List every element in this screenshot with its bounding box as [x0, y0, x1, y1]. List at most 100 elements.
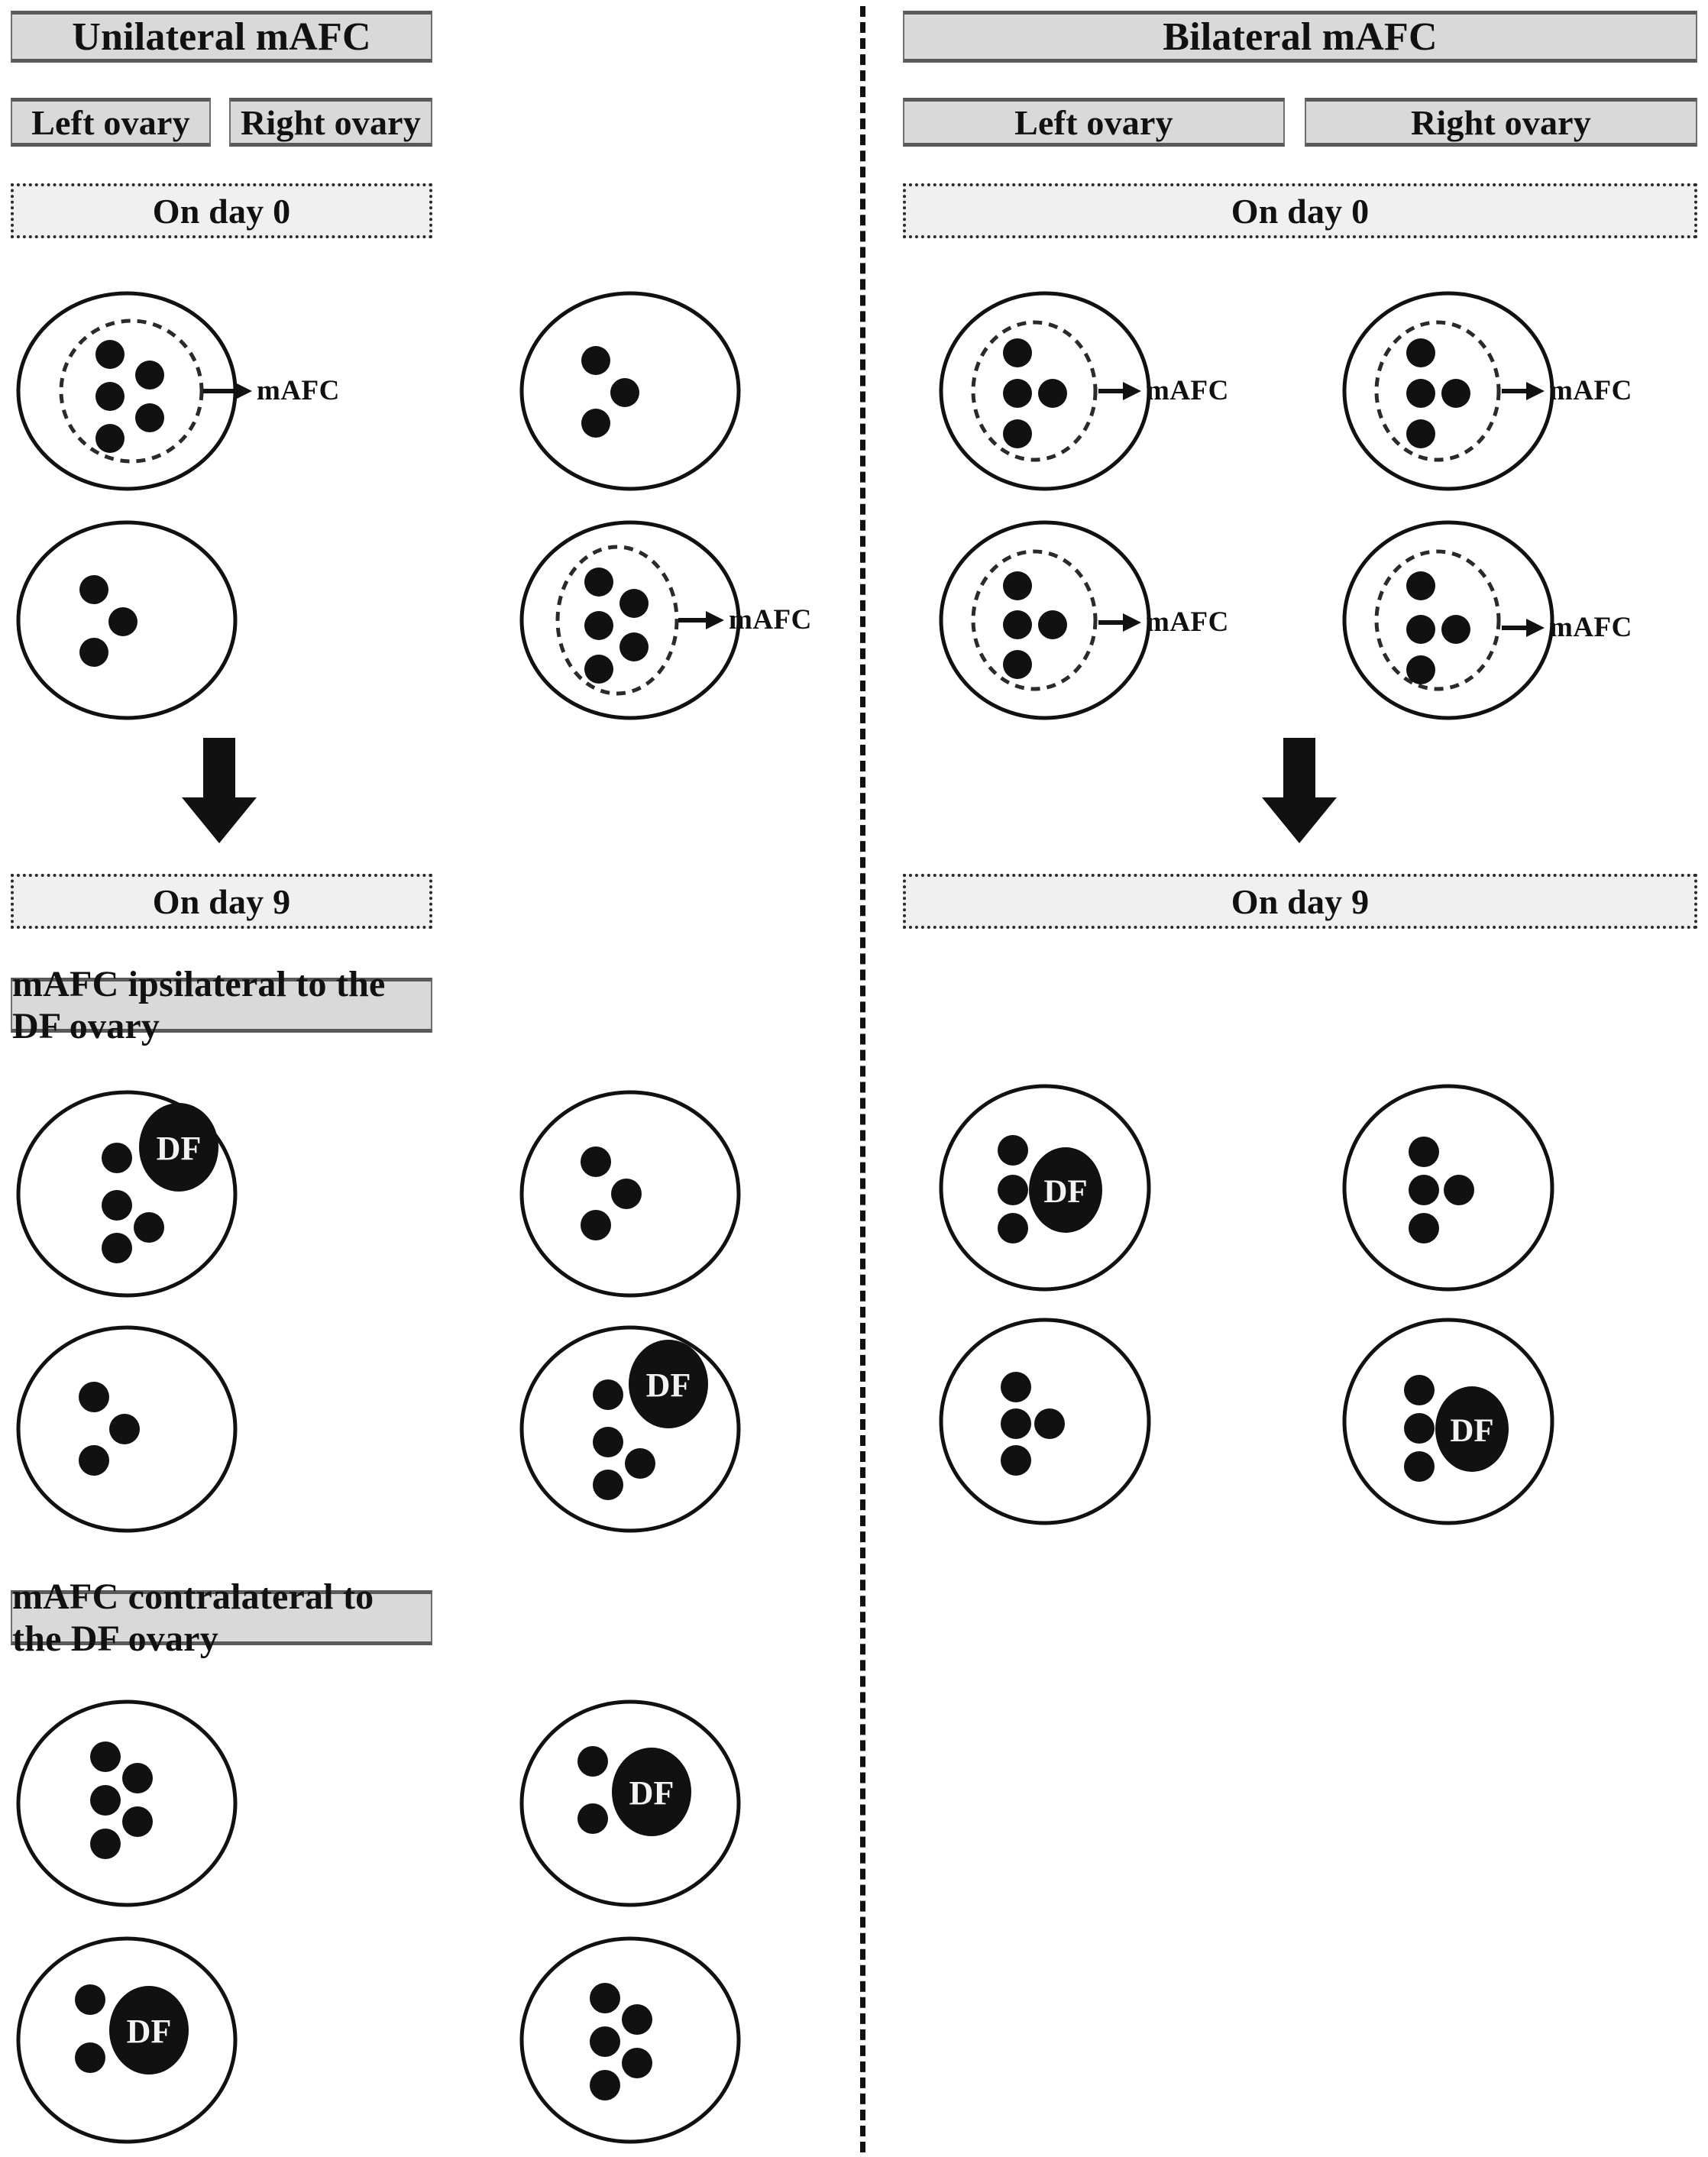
column-header-right-ovary-bilateral-label: Right ovary	[1410, 102, 1592, 142]
follicle-dot	[122, 1763, 153, 1793]
ovary-shape	[939, 1318, 1151, 1525]
follicle-dot	[1406, 615, 1435, 644]
follicle-dot	[134, 1212, 164, 1243]
follicle-dot	[102, 1190, 132, 1221]
follicle-dot	[135, 361, 164, 390]
follicle-dot	[581, 346, 610, 375]
ovary-bilateral-day0-r2-left: mAFC	[907, 513, 1305, 731]
column-header-left-ovary-bilateral-label: Left ovary	[1014, 102, 1173, 142]
follicle-dot	[95, 382, 125, 411]
follicle-dot	[1003, 338, 1032, 367]
mafc-arrow-head	[1123, 613, 1141, 632]
follicle-dot	[1444, 1175, 1474, 1205]
panel-title-unilateral-label: Unilateral mAFC	[72, 15, 371, 59]
follicle-dot	[1001, 1408, 1031, 1439]
day0-banner-unilateral: On day 0	[11, 183, 432, 238]
follicle-dot	[619, 589, 649, 618]
mafc-arrow-head	[706, 611, 724, 629]
df-label: DF	[157, 1130, 202, 1167]
follicle-dot	[1409, 1175, 1439, 1205]
ovary-shape	[16, 1699, 238, 1907]
ovary-bilateral-day9-r1-right	[1311, 1077, 1708, 1302]
dominant-follicle	[1029, 1147, 1102, 1233]
day0-banner-unilateral-label: On day 0	[152, 191, 291, 231]
follicle-dot	[593, 1427, 623, 1457]
column-header-right-ovary-unilateral-label: Right ovary	[240, 102, 422, 142]
follicle-dot	[998, 1135, 1028, 1166]
follicle-dot	[1404, 1413, 1435, 1444]
df-label: DF	[629, 1774, 674, 1812]
mafc-label: mAFC	[257, 375, 340, 406]
day0-banner-bilateral-label: On day 0	[1231, 191, 1370, 231]
ovary-ipsilateral-r2-left	[14, 1318, 411, 1544]
dominant-follicle	[629, 1340, 708, 1428]
follicle-dot	[1441, 379, 1470, 408]
ovary-shape	[1342, 1084, 1554, 1292]
follicle-dot	[102, 1233, 132, 1263]
down-arrow-bilateral	[1257, 738, 1341, 849]
mafc-label: mAFC	[1146, 375, 1229, 406]
follicle-dot	[1409, 1137, 1439, 1167]
follicle-dot	[590, 1983, 620, 2013]
day9-banner-bilateral-label: On day 9	[1231, 881, 1370, 921]
ovary-unilateral-day0-r1-left: mAFC	[14, 284, 411, 502]
follicle-dot	[90, 1741, 121, 1772]
day9-banner-bilateral: On day 9	[903, 874, 1697, 929]
ovary-ipsilateral-r1-right	[443, 1083, 840, 1308]
ovary-shape: DF	[16, 1090, 238, 1298]
column-header-left-ovary-unilateral-label: Left ovary	[31, 102, 190, 142]
follicle-dot	[79, 638, 108, 667]
mafc-dashed-outline	[555, 545, 679, 696]
mafc-dashed-outline	[971, 320, 1098, 462]
ovary-bilateral-day0-r1-left: mAFC	[907, 284, 1305, 502]
dominant-follicle	[612, 1748, 691, 1836]
follicle-dot	[75, 1984, 105, 2015]
ovary-bilateral-day0-r1-right: mAFC	[1311, 284, 1708, 502]
ovary-shape	[1342, 520, 1554, 720]
ovary-unilateral-day0-r1-right	[443, 284, 840, 502]
follicle-dot	[1404, 1375, 1435, 1405]
follicle-dot	[581, 1210, 611, 1240]
follicle-dot	[581, 1146, 611, 1177]
section-heading-contralateral: mAFC contralateral to the DF ovary	[11, 1577, 432, 1659]
follicle-dot	[1003, 571, 1032, 600]
day9-banner-unilateral-label: On day 9	[152, 881, 291, 921]
panel-title-bilateral: Bilateral mAFC	[903, 11, 1697, 63]
mafc-label: mAFC	[729, 604, 812, 635]
follicle-dot	[593, 1470, 623, 1500]
follicle-dot	[75, 2042, 105, 2073]
ovary-shape	[519, 1090, 741, 1298]
ovary-shape: DF	[519, 1325, 741, 1533]
ovary-shape	[519, 1936, 741, 2144]
df-label: DF	[1043, 1174, 1087, 1210]
mafc-arrow-head	[1526, 619, 1545, 637]
down-arrow-unilateral	[177, 738, 261, 849]
mafc-dashed-outline	[971, 549, 1098, 691]
follicle-dot	[79, 1445, 109, 1476]
follicle-dot	[135, 403, 164, 432]
follicle-dot	[1404, 1451, 1435, 1482]
ovary-shape	[939, 291, 1151, 491]
mafc-arrow-head	[1526, 382, 1545, 400]
follicle-dot	[625, 1448, 655, 1479]
ovary-shape	[939, 520, 1151, 720]
day0-banner-bilateral: On day 0	[903, 183, 1697, 238]
follicle-dot	[1003, 610, 1032, 639]
mafc-label: mAFC	[1549, 612, 1632, 643]
mafc-label: mAFC	[1549, 375, 1632, 406]
bilateral-panel: Bilateral mAFC Left ovary Right ovary On…	[862, 0, 1708, 2157]
follicle-dot	[1003, 650, 1032, 679]
ovary-shape: DF	[16, 1936, 238, 2144]
follicle-dot	[1003, 379, 1032, 408]
follicle-dot	[998, 1175, 1028, 1205]
mafc-dashed-outline	[1374, 549, 1501, 691]
ovary-ipsilateral-r1-left: DF	[14, 1083, 411, 1308]
df-label: DF	[127, 2013, 172, 2050]
ovary-contralateral-r2-left: DF	[14, 1929, 411, 2155]
follicle-dot	[590, 2026, 620, 2057]
follicle-dot	[577, 1746, 608, 1777]
follicle-dot	[998, 1213, 1028, 1243]
ovary-shape	[16, 1325, 238, 1533]
follicle-dot	[622, 2004, 652, 2035]
unilateral-panel: Unilateral mAFC Left ovary Right ovary O…	[11, 11, 840, 2155]
